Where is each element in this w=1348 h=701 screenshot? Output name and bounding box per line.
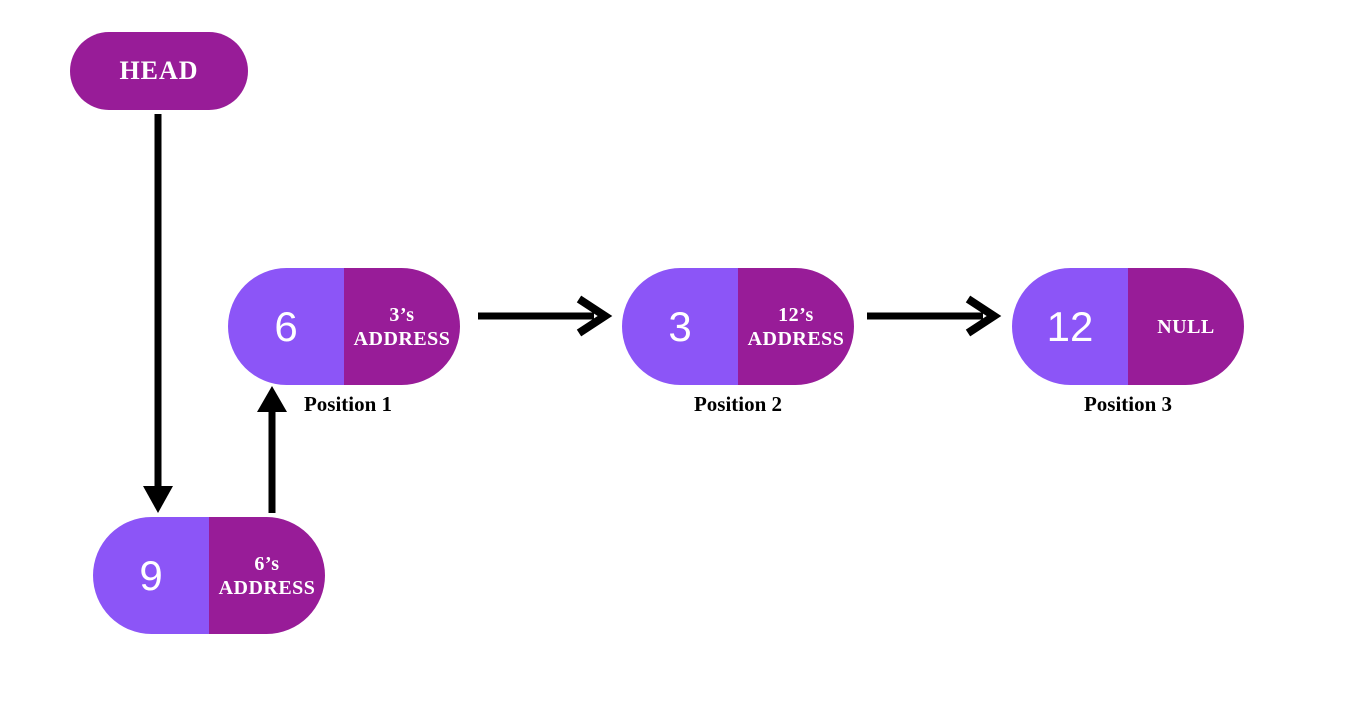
position-3-label: Position 3 [1083,392,1173,416]
node-value-12: 12 NULL [1012,268,1244,385]
node-value-9: 9 6’s ADDRESS [93,517,325,634]
node-9-value: 9 [139,551,163,599]
node-9-pointer: 6’s ADDRESS [218,552,316,599]
arrow-position2-to-position3-icon [867,295,1002,337]
node-6-value-cell: 6 [228,268,344,385]
node-3-pointer-cell: 12’s ADDRESS [738,268,854,385]
node-value-3: 3 12’s ADDRESS [622,268,854,385]
node-value-6: 6 3’s ADDRESS [228,268,460,385]
head-label: HEAD [119,56,199,85]
node-3-pointer: 12’s ADDRESS [747,303,845,350]
node-3-value-cell: 3 [622,268,738,385]
node-9-pointer-cell: 6’s ADDRESS [209,517,325,634]
node-6-pointer-cell: 3’s ADDRESS [344,268,460,385]
node-12-value: 12 [1046,302,1094,350]
node-6-value: 6 [274,302,298,350]
arrow-position1-to-position2-icon [478,295,613,337]
position-1-label: Position 1 [303,392,393,416]
node-12-value-cell: 12 [1012,268,1128,385]
head-pointer-pill: HEAD [70,32,248,110]
position-2-label: Position 2 [693,392,783,416]
node-12-pointer: NULL [1157,315,1215,338]
node-6-pointer: 3’s ADDRESS [353,303,451,350]
node-3-value: 3 [668,302,692,350]
arrow-head-to-node9-icon [143,114,173,513]
node-12-pointer-cell: NULL [1128,268,1244,385]
node-9-value-cell: 9 [93,517,209,634]
